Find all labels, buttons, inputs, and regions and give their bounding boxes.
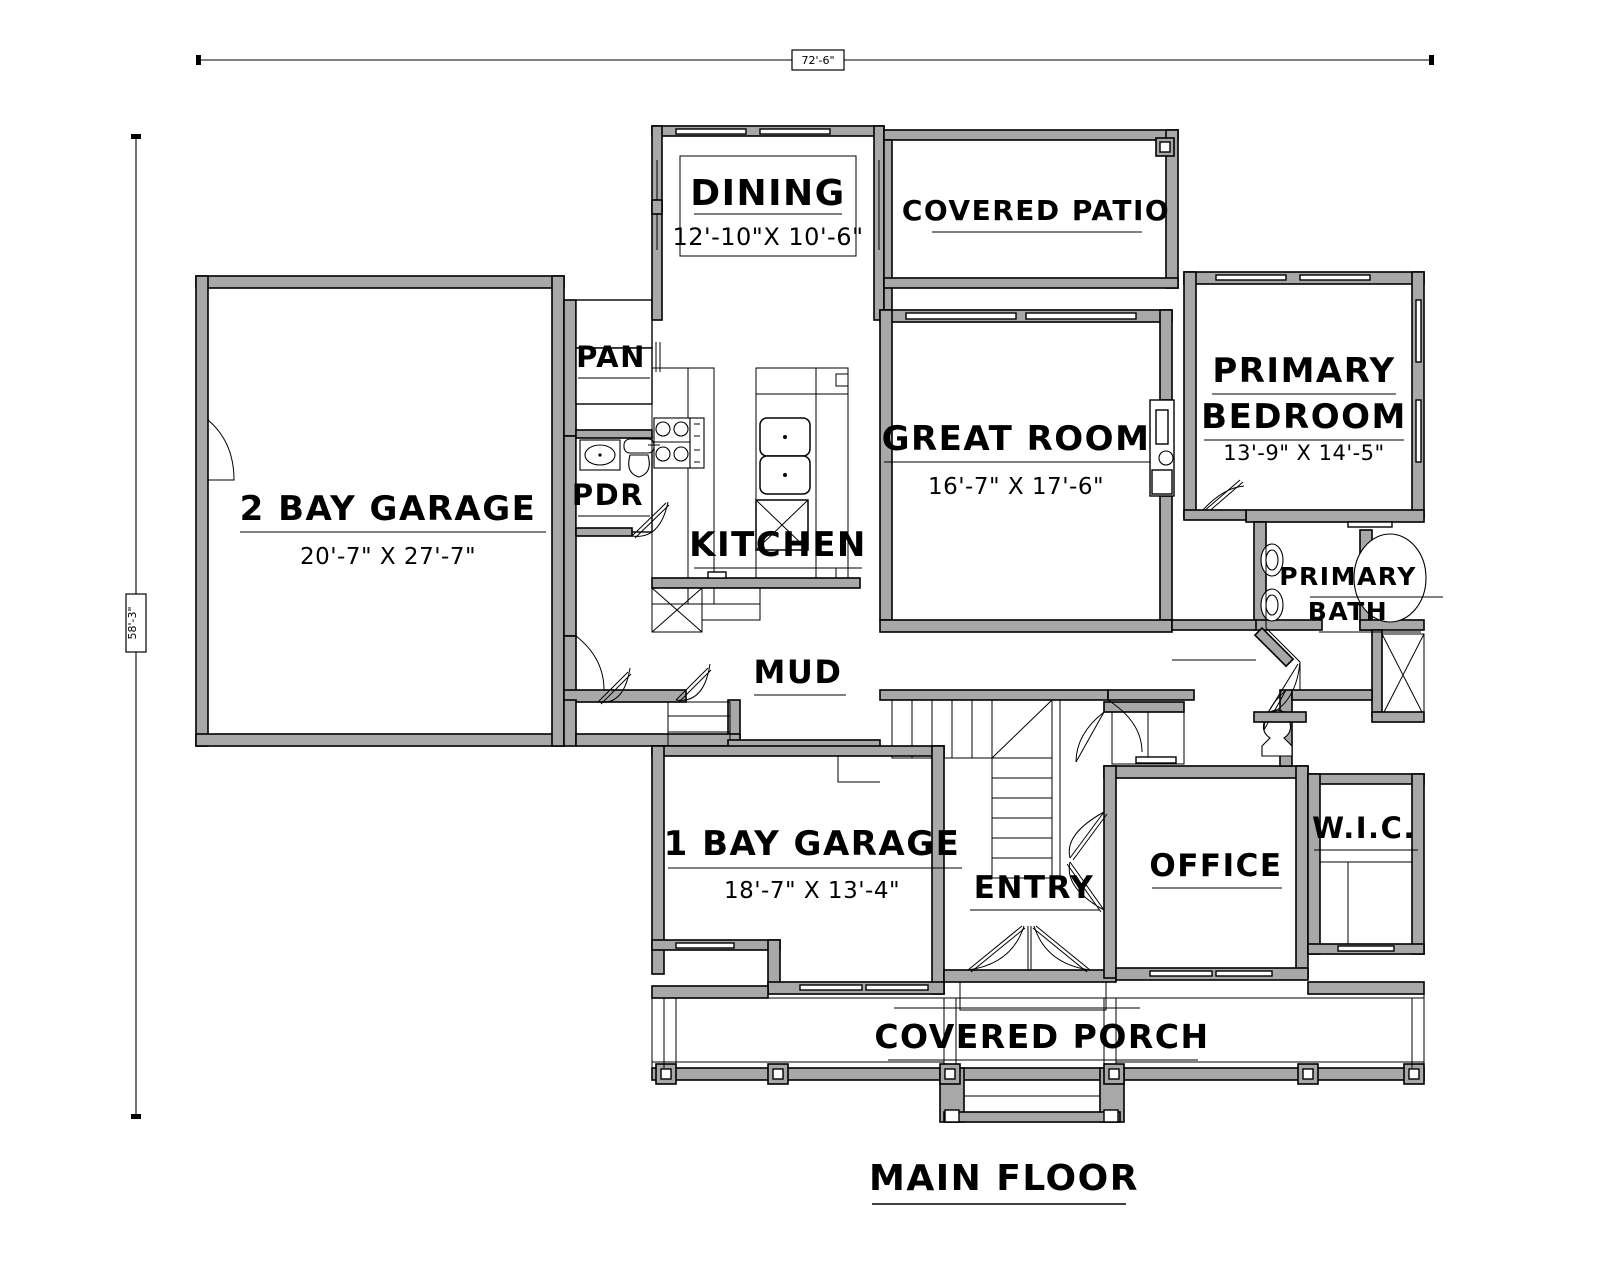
office-walls	[1066, 689, 1309, 981]
sheet-title: MAIN FLOOR	[869, 1158, 1139, 1205]
entry-label: ENTRY	[974, 870, 1094, 906]
entry-walls	[943, 925, 1117, 1011]
kitchen-fixtures	[648, 342, 861, 633]
covered-patio-walls	[883, 129, 1179, 311]
primary-bath-label-line2: BATH	[1308, 597, 1388, 626]
room-label-powder: PDR	[572, 478, 650, 517]
two-bay-garage-dimension: 20'-7" X 27'-7"	[300, 544, 476, 570]
primary-bath-walls	[1253, 521, 1427, 723]
one-bay-garage-walls	[651, 745, 945, 995]
room-label-one-bay-garage: 1 BAY GARAGE 18'-7" X 13'-4"	[664, 824, 962, 904]
room-label-office: OFFICE	[1149, 848, 1282, 889]
wic-walls	[1307, 773, 1425, 955]
overall-height-dimension: 58'-3"	[125, 134, 147, 1119]
width-dimension-label: 72'-6"	[801, 54, 834, 67]
room-label-pantry: PAN	[576, 340, 650, 379]
office-label: OFFICE	[1149, 848, 1282, 884]
wic-label: W.I.C.	[1312, 811, 1416, 845]
room-label-primary-bedroom: PRIMARY BEDROOM 13'-9" X 14'-5"	[1201, 351, 1407, 465]
dining-label: DINING	[690, 173, 845, 214]
mud-label: MUD	[754, 653, 843, 691]
staircase	[879, 689, 1109, 879]
room-label-covered-patio: COVERED PATIO	[902, 194, 1170, 233]
one-bay-garage-label: 1 BAY GARAGE	[664, 824, 961, 864]
one-bay-garage-dimension: 18'-7" X 13'-4"	[724, 878, 900, 904]
great-room-walls	[879, 309, 1175, 633]
room-label-wic: W.I.C.	[1312, 811, 1418, 851]
covered-patio-label: COVERED PATIO	[902, 194, 1170, 227]
room-label-entry: ENTRY	[970, 870, 1100, 911]
primary-bedroom-dimension: 13'-9" X 14'-5"	[1223, 441, 1384, 465]
overall-width-dimension: 72'-6"	[196, 49, 1434, 71]
primary-bath-label-line1: PRIMARY	[1279, 562, 1417, 591]
covered-porch	[651, 981, 1425, 1123]
room-label-kitchen: KITCHEN	[689, 525, 867, 569]
covered-porch-label: COVERED PORCH	[874, 1017, 1209, 1056]
height-dimension-label: 58'-3"	[126, 606, 139, 639]
powder-label: PDR	[572, 478, 644, 512]
room-label-great-room: GREAT ROOM 16'-7" X 17'-6"	[882, 419, 1151, 500]
room-label-covered-porch: COVERED PORCH	[874, 1007, 1209, 1061]
two-bay-garage-walls	[195, 275, 565, 747]
great-room-dimension: 16'-7" X 17'-6"	[928, 474, 1104, 500]
room-label-dining: DINING 12'-10"X 10'-6"	[672, 173, 863, 251]
dining-room-walls	[651, 125, 885, 321]
primary-bedroom-label-line1: PRIMARY	[1212, 351, 1395, 391]
kitchen-label: KITCHEN	[689, 525, 867, 565]
great-room-label: GREAT ROOM	[882, 419, 1151, 459]
room-label-two-bay-garage: 2 BAY GARAGE 20'-7" X 27'-7"	[240, 489, 546, 570]
dining-dimension: 12'-10"X 10'-6"	[672, 223, 863, 251]
hall-walls	[1107, 509, 1373, 753]
main-floor-title: MAIN FLOOR	[869, 1158, 1139, 1199]
room-label-mud: MUD	[754, 653, 846, 696]
pantry-label: PAN	[576, 340, 646, 374]
primary-bedroom-label-line2: BEDROOM	[1201, 397, 1407, 437]
room-label-primary-bath: PRIMARY BATH	[1279, 562, 1443, 633]
primary-bedroom-walls	[1183, 271, 1425, 523]
two-bay-garage-label: 2 BAY GARAGE	[240, 489, 537, 529]
